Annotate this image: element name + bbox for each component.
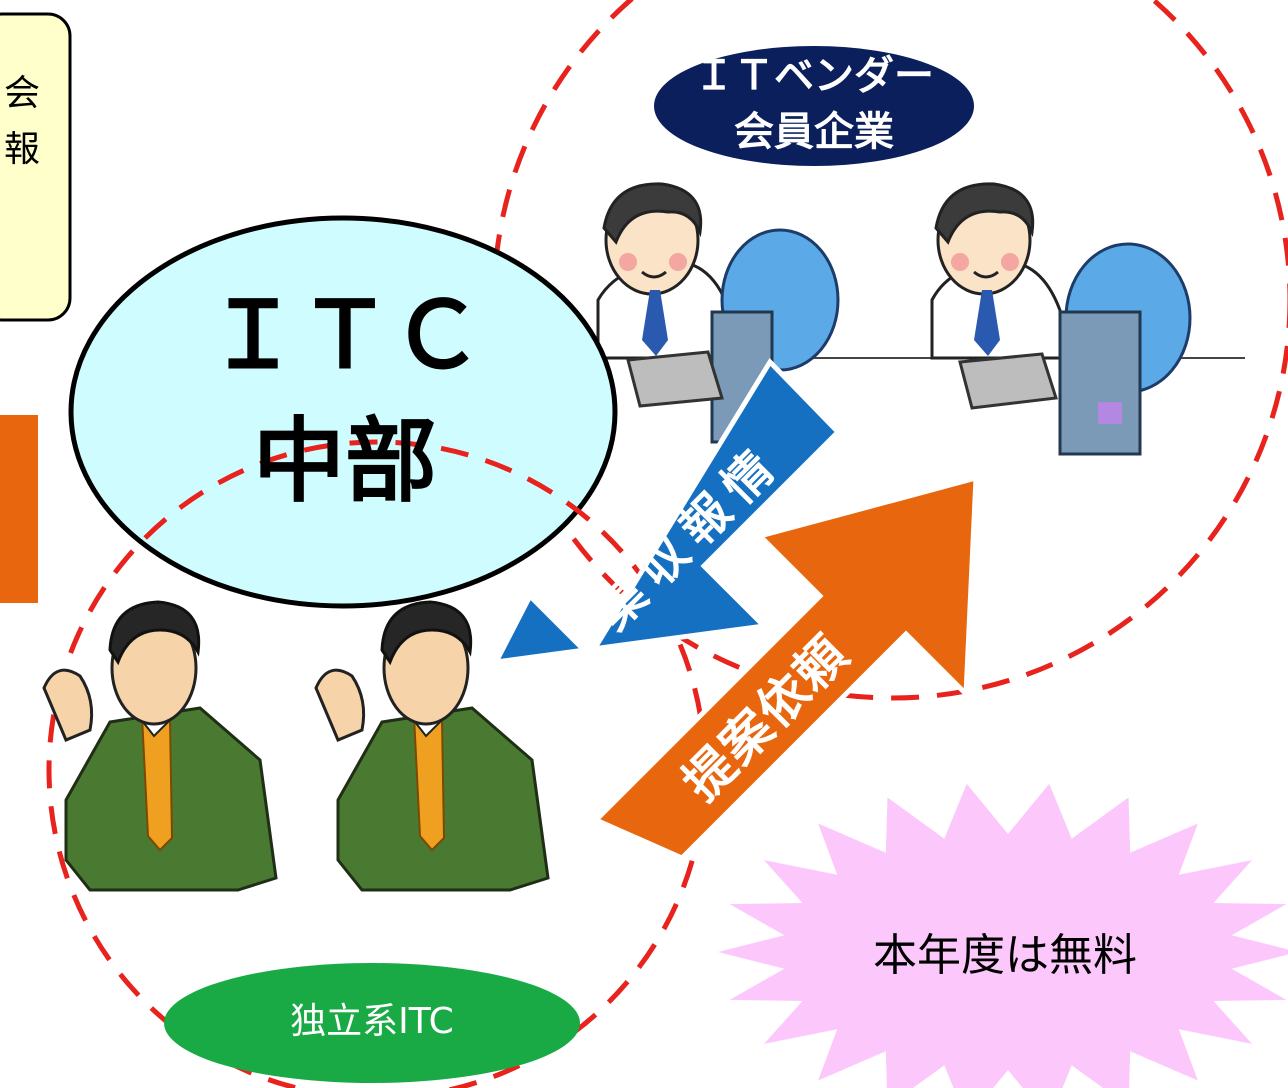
itc-chubu-line2: 中部 [252,408,437,515]
independent-itc-man-2 [314,600,550,892]
left-orange-box [0,415,38,603]
left-note-box [0,12,72,322]
independent-label-ellipse [164,963,580,1083]
vendor-label-line1: ＩＴベンダー [694,53,934,99]
left-note-line2: 報 [4,129,41,170]
left-note-line1: 会 [4,73,41,114]
independent-itc-man-1 [42,600,278,892]
itc-chubu-ellipse [68,215,618,609]
left-note-text: 会 報 [4,66,44,178]
independent-label: 独立系ITC [290,1001,454,1042]
free-starburst [718,783,1288,1088]
vendor-worker-1 [570,182,905,444]
info-arrow [491,357,842,666]
vendor-label-line2: 会員企業 [734,109,894,155]
vendor-label-ellipse [654,46,974,166]
itc-chubu-line1: ＩＴＣ [206,282,483,389]
vendor-worker-2 [905,182,1245,456]
proposal-arrow [591,474,979,861]
free-label: 本年度は無料 [873,930,1137,981]
